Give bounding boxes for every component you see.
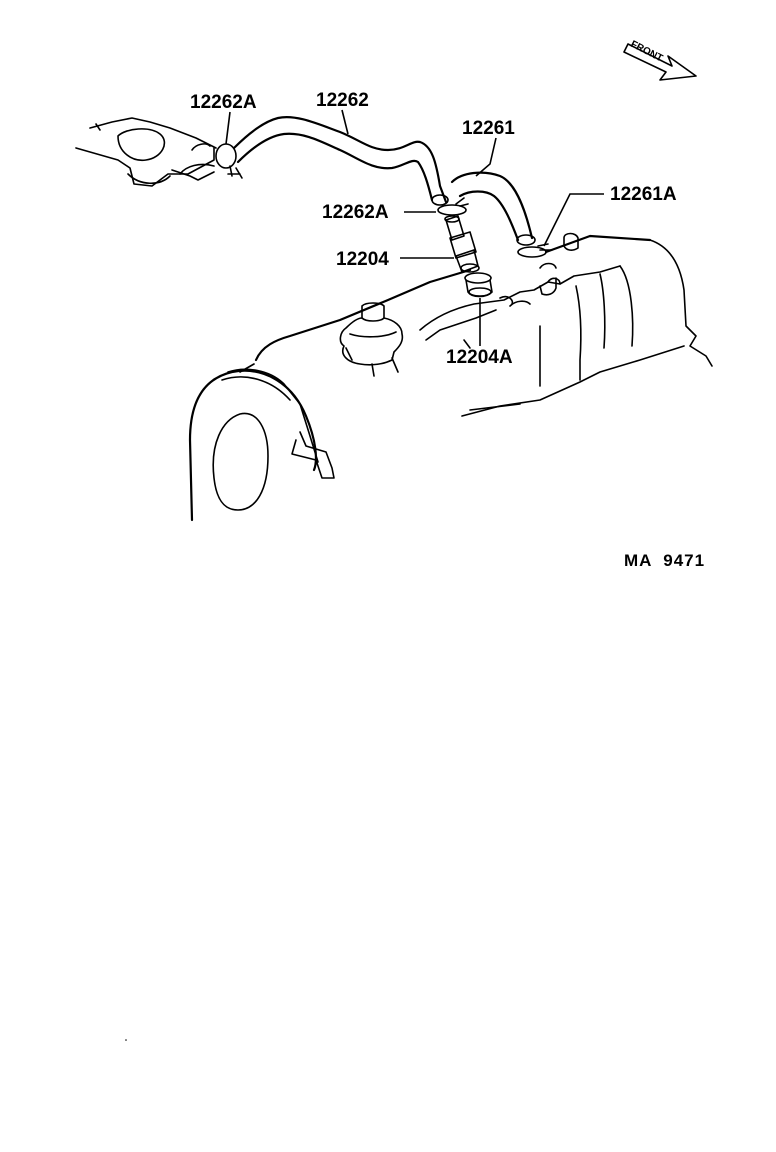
clamp-right-part [517,243,553,258]
leader-lines [225,109,604,346]
leader-hose-long [341,109,349,135]
callout-grommet: 12204A [446,347,513,368]
callout-pcv-valve: 12204 [336,249,389,270]
leader-hose-short [475,137,497,177]
callout-clamp-middle: 12262A [322,202,389,223]
callout-hose-short: 12261 [462,118,515,139]
leader-clamp-right [543,193,604,247]
pcv-valve-part [444,215,480,273]
clamp-middle-part [437,197,469,216]
figure-code: MA 9471 [624,551,705,570]
intake-connector-drawing [75,117,217,187]
front-arrow-icon: FRONT [623,39,697,81]
engine-head-drawing [188,232,713,522]
stray-dot [125,1039,127,1041]
hose-12262-part [232,116,449,206]
callout-clamp-right: 12261A [610,184,677,205]
front-label: FRONT [629,39,665,64]
hose-12261-part [450,171,536,246]
callout-clamp-top-left: 12262A [190,92,257,113]
leader-clamp-top-left [225,111,231,145]
grommet-part [464,272,493,298]
callout-hose-long: 12262 [316,90,369,111]
